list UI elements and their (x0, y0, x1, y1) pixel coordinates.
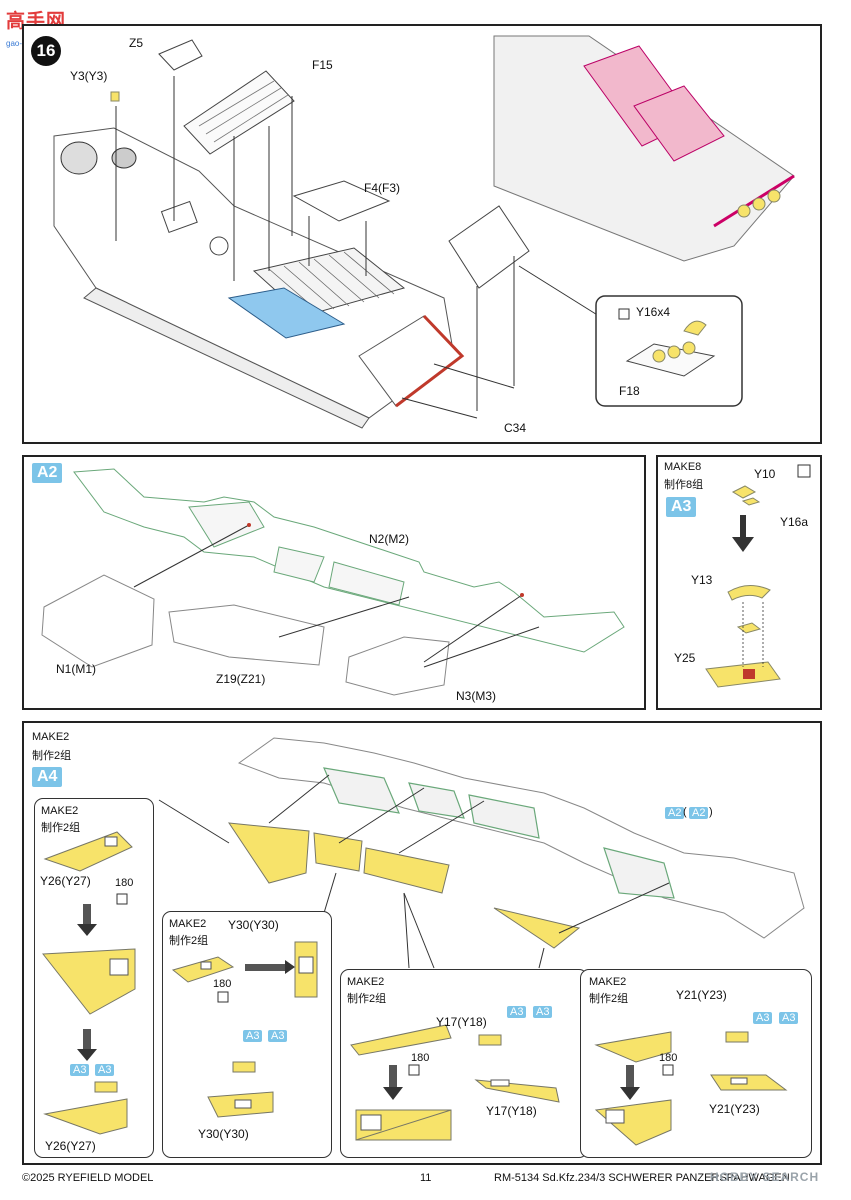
sub-y26-a3-paren-badge: A3 (95, 1064, 115, 1076)
a3-panel: MAKE8 制作8组 A3 Y10 Y16a Y13 Y25 (656, 455, 822, 710)
a4-ref-a2-badge: A2 (665, 807, 685, 819)
a4-badge: A4 (32, 767, 63, 787)
label-f18: F18 (619, 384, 640, 398)
sub-y30-make: MAKE2 (169, 918, 207, 930)
label-y3: Y3(Y3) (70, 69, 108, 83)
step16-panel: 16 (22, 24, 822, 444)
a4-ref-a2-close: ) (709, 806, 713, 818)
a4-part-y30 (313, 832, 363, 872)
sub-y30-label-top: Y30(Y30) (228, 918, 279, 932)
label-c34: C34 (504, 421, 527, 435)
label-n3: N3(M3) (456, 689, 497, 703)
footer-watermark: HOBBY SEARCH (710, 1170, 820, 1184)
footer-copyright: ©2025 RYEFIELD MODEL (22, 1172, 154, 1184)
a4-ref-a2-open: ( (683, 806, 687, 818)
sub-y30-bend: 180 (213, 978, 232, 990)
sub-y30-label-bottom: Y30(Y30) (198, 1127, 249, 1141)
sub-y17-drawing (350, 1024, 560, 1141)
sub-y17-make-cn: 制作2组 (347, 993, 387, 1005)
a3-make-cn: 制作8组 (664, 479, 704, 491)
a2-frame-drawing (41, 468, 625, 696)
a4-sub-y26: MAKE2 制作2组 Y26(Y27) 180 A3 A3 Y26(Y27) (34, 798, 154, 1158)
a2-badge: A2 (32, 463, 63, 483)
a4-panel: MAKE2 制作2组 A4 (22, 721, 822, 1165)
footer-page-number: 11 (420, 1172, 432, 1184)
sub-y17-label-bottom: Y17(Y18) (486, 1104, 537, 1118)
sub-y21-a3-paren-badge: A3 (779, 1012, 799, 1024)
sub-y21-bend: 180 (659, 1052, 678, 1064)
a4-part-y21 (493, 907, 581, 949)
a4-ref-a2-paren-badge: A2 (689, 807, 709, 819)
footer-product: RM-5134 Sd.Kfz.234/3 SCHWERER PANZERSPAH… (494, 1172, 790, 1184)
sub-y21-drawing (594, 1031, 788, 1146)
sub-y26-make-cn: 制作2组 (41, 822, 81, 834)
sub-y26-bend: 180 (115, 877, 134, 889)
label-f15: F15 (312, 58, 333, 72)
a4-sub-y21: MAKE2 制作2组 Y21(Y23) 180 A3 A3 Y21(Y23) (580, 969, 812, 1158)
sub-y21-label-bottom: Y21(Y23) (709, 1102, 760, 1116)
sub-y30-a3-badge: A3 (243, 1030, 263, 1042)
blue-hatch-part (227, 287, 346, 339)
a4-part-y26 (227, 822, 310, 884)
step-number-badge: 16 (31, 36, 61, 66)
label-n2: N2(M2) (369, 532, 410, 546)
sub-y21-make-cn: 制作2组 (589, 993, 629, 1005)
a3-make: MAKE8 (664, 461, 702, 473)
sub-y26-label-top: Y26(Y27) (40, 874, 91, 888)
sub-y17-label-top: Y17(Y18) (436, 1015, 487, 1029)
sub-y30-a3-paren-badge: A3 (268, 1030, 288, 1042)
a3-assembly-drawing (705, 464, 811, 688)
sub-y30-make-cn: 制作2组 (169, 935, 209, 947)
a4-frame-drawing (158, 737, 805, 969)
label-z19: Z19(Z21) (216, 672, 266, 686)
sub-y21-label-top: Y21(Y23) (676, 988, 727, 1002)
sub-y17-bend: 180 (411, 1052, 430, 1064)
a3-badge: A3 (666, 497, 697, 517)
a2-panel: A2 N2(M2) N1(M1) Z19(Z21) N3(M3) (22, 455, 646, 710)
step16-hull-drawing (53, 35, 795, 429)
sub-y26-drawing (42, 831, 136, 1135)
a4-make: MAKE2 (32, 731, 70, 743)
sub-y17-make: MAKE2 (347, 976, 385, 988)
sub-y17-a3-paren-badge: A3 (533, 1006, 553, 1018)
label-y16x4: Y16x4 (636, 305, 671, 319)
sub-y26-label-bottom: Y26(Y27) (45, 1139, 96, 1153)
a4-sub-y30: MAKE2 制作2组 Y30(Y30) 180 A3 A3 Y30(Y30) (162, 911, 332, 1158)
label-y13: Y13 (691, 573, 713, 587)
sub-y26-make: MAKE2 (41, 805, 79, 817)
label-y10: Y10 (754, 467, 776, 481)
sub-y17-a3-badge: A3 (507, 1006, 527, 1018)
a4-sub-y17: MAKE2 制作2组 Y17(Y18) 180 A3 A3 Y17(Y18) (340, 969, 588, 1158)
a4-make-cn: 制作2组 (32, 750, 72, 762)
sub-y30-drawing (171, 941, 318, 1118)
a4-part-y17 (363, 847, 450, 894)
label-n1: N1(M1) (56, 662, 97, 676)
label-f4: F4(F3) (364, 181, 400, 195)
label-y25: Y25 (674, 651, 696, 665)
label-z5: Z5 (129, 36, 144, 50)
label-y16a: Y16a (780, 515, 809, 529)
sub-y21-make: MAKE2 (589, 976, 627, 988)
sub-y21-a3-badge: A3 (753, 1012, 773, 1024)
step16-inset-view (493, 35, 795, 262)
sub-y26-a3-badge: A3 (70, 1064, 90, 1076)
